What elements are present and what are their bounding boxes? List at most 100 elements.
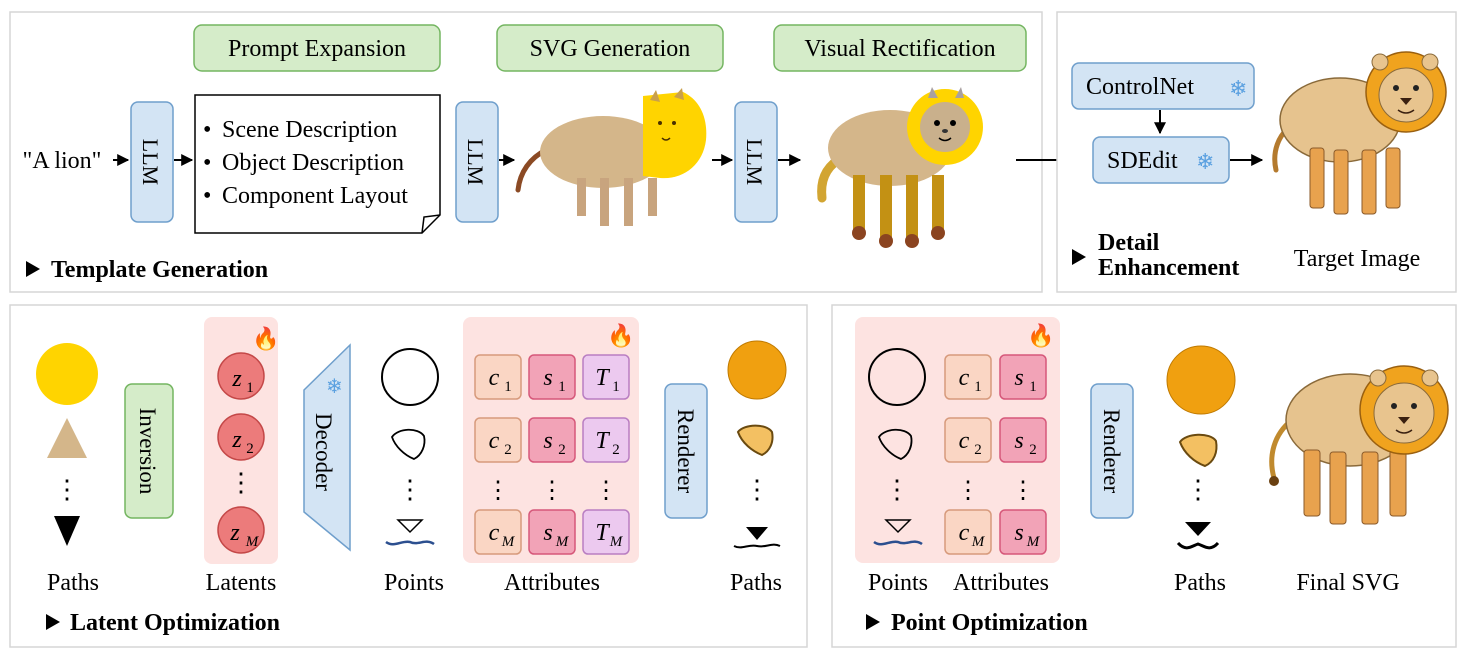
decoder-block: Decoder xyxy=(303,343,351,552)
llm-box-3: LLM xyxy=(734,101,778,223)
svg-text:s: s xyxy=(1014,520,1023,546)
svg-text:⋮: ⋮ xyxy=(1185,475,1211,504)
svg-text:c: c xyxy=(959,365,970,391)
svg-text:2: 2 xyxy=(612,442,620,458)
svg-text:s: s xyxy=(1014,365,1023,391)
svg-text:2: 2 xyxy=(558,442,566,458)
paths-label: Paths xyxy=(1174,570,1226,596)
vertical-dots: ⋮ xyxy=(486,478,510,504)
final-rendered-paths: ⋮ xyxy=(1166,345,1236,550)
svg-generation-label: SVG Generation xyxy=(496,24,724,72)
svg-text:Latent Optimization: Latent Optimization xyxy=(70,610,280,636)
svg-text:M: M xyxy=(1026,534,1041,550)
latent-z1: z 1 xyxy=(217,352,265,400)
svg-text:T: T xyxy=(595,365,610,391)
vertical-dots: ⋮ xyxy=(594,478,618,504)
svg-text:z: z xyxy=(231,366,242,392)
renderer-box-latent: Renderer xyxy=(664,383,708,519)
llm-box-2: LLM xyxy=(455,101,499,223)
inversion-box: Inversion xyxy=(124,383,174,519)
visual-rectification-label: Visual Rectification xyxy=(773,24,1027,72)
svg-text:1: 1 xyxy=(504,379,512,395)
inverted-triangle-path-shape xyxy=(54,516,80,546)
svg-text:1: 1 xyxy=(246,380,254,396)
prompt-quote: "A lion" xyxy=(23,148,102,174)
svg-text:c: c xyxy=(959,520,970,546)
svg-text:z: z xyxy=(229,520,240,546)
detail-enhancement-title: Detail Enhancement xyxy=(1072,230,1239,281)
svg-text:Template Generation: Template Generation xyxy=(51,257,268,283)
circle-path-shape xyxy=(36,343,98,405)
latent-zM: z M xyxy=(217,506,265,554)
svg-text:s: s xyxy=(543,428,552,454)
sdedit-box: SDEdit xyxy=(1092,136,1230,184)
rendered-paths: ⋮ xyxy=(727,340,787,549)
renderer-box-point: Renderer xyxy=(1090,383,1134,519)
points-label: Points xyxy=(868,570,928,596)
frozen-snowflake-icon: ❄ xyxy=(1196,149,1214,174)
svg-text:⋮: ⋮ xyxy=(397,475,423,504)
svg-text:s: s xyxy=(543,365,552,391)
svg-text:⋮: ⋮ xyxy=(744,475,770,504)
bullet-dot: • xyxy=(203,183,211,209)
svg-text:1: 1 xyxy=(974,379,982,395)
svg-text:2: 2 xyxy=(246,441,254,457)
template-generation-title: Template Generation xyxy=(26,257,268,283)
svg-text:T: T xyxy=(595,428,610,454)
triangle-path-shape xyxy=(47,418,87,458)
svg-text:ControlNet: ControlNet xyxy=(1086,74,1194,100)
svg-text:1: 1 xyxy=(1029,379,1037,395)
vertical-dots: ⋮ xyxy=(54,475,80,504)
svg-text:Detail: Detail xyxy=(1098,230,1160,256)
svg-text:s: s xyxy=(1014,428,1023,454)
latent-optimization-title: Latent Optimization xyxy=(46,610,280,636)
svg-text:SVG Generation: SVG Generation xyxy=(530,36,691,62)
vertical-dots: ⋮ xyxy=(956,478,980,504)
attributes-label: Attributes xyxy=(504,570,600,596)
prompt-document: • Scene Description • Object Description… xyxy=(194,94,441,234)
svg-text:c: c xyxy=(489,520,500,546)
svg-text:SDEdit: SDEdit xyxy=(1107,148,1178,174)
paths-label: Paths xyxy=(730,570,782,596)
bullet-object: Object Description xyxy=(222,150,404,176)
paths-label: Paths xyxy=(47,570,99,596)
svg-text:LLM: LLM xyxy=(742,139,767,185)
svg-text:z: z xyxy=(231,427,242,453)
svg-text:M: M xyxy=(609,534,624,550)
target-image-label: Target Image xyxy=(1294,246,1420,272)
svg-text:Decoder: Decoder xyxy=(311,413,336,491)
attributes-label: Attributes xyxy=(953,570,1049,596)
svg-text:LLM: LLM xyxy=(138,139,163,185)
target-lion-image xyxy=(1272,51,1447,215)
svg-text:M: M xyxy=(555,534,570,550)
latents-label: Latents xyxy=(206,570,277,596)
svg-text:Renderer: Renderer xyxy=(673,409,698,494)
optimized-points-shapes: ⋮ xyxy=(868,348,926,546)
llm-box-1: LLM xyxy=(130,101,174,223)
trainable-fire-icon: 🔥 xyxy=(1027,323,1054,348)
trainable-fire-icon: 🔥 xyxy=(252,326,279,351)
bullet-dot: • xyxy=(203,150,211,176)
svg-text:Point Optimization: Point Optimization xyxy=(891,610,1088,636)
bullet-dot: • xyxy=(203,117,211,143)
svg-text:s: s xyxy=(543,520,552,546)
points-label: Points xyxy=(384,570,444,596)
trainable-fire-icon: 🔥 xyxy=(607,323,634,348)
svg-text:c: c xyxy=(959,428,970,454)
svg-text:2: 2 xyxy=(1029,442,1037,458)
